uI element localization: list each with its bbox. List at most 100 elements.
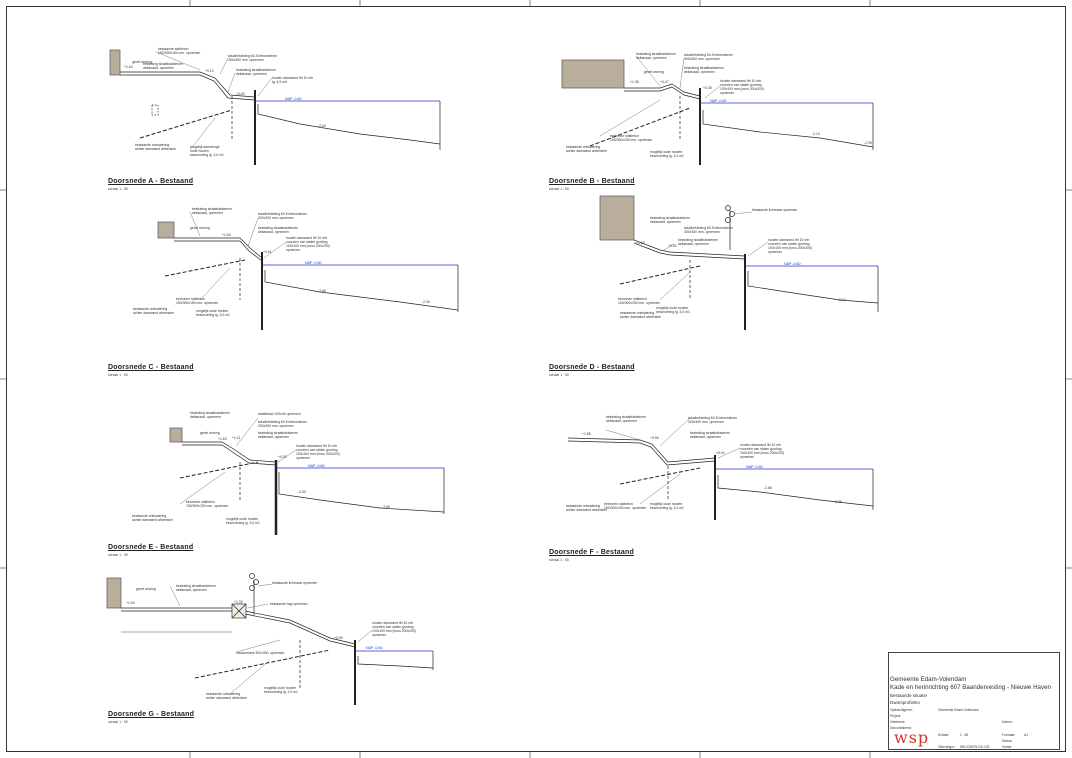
annotation: houten damwand lêt 10 mtr voorzien van s… <box>740 443 784 459</box>
annotation: mogelijk aanwezige oude houten beschoeii… <box>190 145 224 157</box>
drawing-name: Dwarsprofielen <box>890 700 921 705</box>
tb-field: Datum: <box>1002 720 1013 724</box>
tb-field: Project: <box>890 714 902 718</box>
annotation: bestaande ontwatering achter damwand afd… <box>620 311 662 319</box>
annotation: bestaande ontwatering achter damwand afd… <box>132 514 174 522</box>
annotation: bestaande ontwatering achter damwand afd… <box>206 692 248 700</box>
section-b-scale: schaal 1 : 50 <box>549 187 569 191</box>
annotation: houten damwand lêt 10 mtr voorzien van s… <box>720 79 764 95</box>
annotation: bestrating straatbakstenen deltanaad, op… <box>684 66 724 74</box>
water-level: NAP -0.60 <box>746 465 763 469</box>
annotation: mogelijk oude houten beschoeiing lg. 3,0… <box>650 150 684 158</box>
section-g-title: Doorsnede G - Bestaand <box>108 711 195 718</box>
annotation: gevel woning <box>200 431 220 435</box>
level-marker: +1.30 <box>234 600 243 604</box>
level-marker: +0.52 <box>668 244 677 248</box>
drawing-number: WS.028075-DS-102 <box>960 745 990 749</box>
water-level: NAP -0.60 <box>305 261 322 265</box>
tb-field: A1 <box>1024 733 1029 737</box>
level-marker: +0.47 <box>660 80 669 84</box>
tb-field: Opdrachtgever: <box>890 708 913 712</box>
annotation: bestrating straatbakstenen deltanaad, op… <box>190 411 230 419</box>
section-g <box>106 573 434 705</box>
annotation: mogelijk oude houten beschoeiing lg. 3,0… <box>226 517 260 525</box>
annotation: bestrating straatbakstenen deltanaad, op… <box>606 415 646 423</box>
annotation: bestrating straatbakstenen deltanaad, op… <box>258 226 298 234</box>
annotation: taludbekleding 60-5 betonstenen 300x300 … <box>258 212 308 220</box>
annotation: gevel woning <box>190 226 210 230</box>
level-marker: -3.85 <box>318 289 326 293</box>
section-f-scale: schaal 1 : 50 <box>549 558 569 562</box>
drawing-subtitle: Bestaande situatie <box>890 693 928 698</box>
annotation: zandcement 300x300, opnemen <box>236 651 285 655</box>
annotation: gevel woning <box>132 60 152 64</box>
tb-field: Tekeningnr: <box>938 745 956 749</box>
annotation: bestrating straatbakstenen deltanaad, op… <box>636 52 676 60</box>
tb-field: Status: <box>1002 739 1013 743</box>
annotation: bestaande hag opnemen <box>270 602 308 606</box>
level-marker: +0.04 <box>716 451 725 455</box>
level-marker: -2.95 <box>864 141 872 145</box>
annotation: bestrating straatbakstenen deltanaad, op… <box>143 62 183 70</box>
annotation: bestrating straatbakstenen deltanaad, op… <box>176 584 216 592</box>
tb-field: Gemeente Edam-Volendam <box>938 708 979 712</box>
annotation: houten damwand lêt 10 mtr voorzien van s… <box>768 238 812 254</box>
section-d-scale: schaal 1 : 50 <box>549 373 569 377</box>
level-marker: -3.80 <box>382 505 390 509</box>
annotation: mogelijk oude houten beschoeiing lg. 3,0… <box>264 686 298 694</box>
water-level: NAP -0.60 <box>784 262 801 266</box>
annotation: houten damwand lêt 10 mtr voorzien van s… <box>372 621 416 637</box>
annotation: mogelijk oude houten beschoeiing lg. 3,0… <box>650 502 684 510</box>
level-marker: -2.60 <box>298 490 306 494</box>
section-a-scale: schaal 1 : 50 <box>108 187 128 191</box>
section-g-scale: schaal 1 : 50 <box>108 720 128 724</box>
annotation: taludbekleding 60-5 betonstenen 300x300 … <box>258 420 308 428</box>
annotation: bestaande lichtmast opnemen <box>272 581 318 585</box>
annotation: bestrating straatbakstenen deltanaad, op… <box>650 216 690 224</box>
tb-field: Gecontroleerd: <box>890 726 912 730</box>
level-marker: -2.60 <box>318 124 326 128</box>
section-c-title: Doorsnede C - Bestaand <box>108 364 194 371</box>
level-marker: +0.38 <box>703 86 712 90</box>
annotation: betonnen stalbeton 150/300x150 mm. opnem… <box>186 500 229 508</box>
tb-field: Getekend: <box>890 720 906 724</box>
level-marker: +0.00 <box>278 455 287 459</box>
project-title: Kade en herinrichting 607 Baandervesting… <box>890 684 1051 691</box>
annotation: betonnen stalbeton 150/300x150 mm. opnem… <box>604 502 647 510</box>
annotation: houten damwand lêt 10 mtr voorzien van s… <box>286 236 330 252</box>
section-d <box>599 195 879 330</box>
annotation: bestrating straatbakstenen deltanaad, op… <box>690 431 730 439</box>
sheet-frame <box>6 6 1066 752</box>
level-marker: -2.13 <box>812 132 820 136</box>
wsp-logo: wsp <box>894 728 930 747</box>
tb-field: Formaat: <box>1002 733 1016 737</box>
annotation: betonnen stalbeton 150/300x150 mm. opnem… <box>176 297 219 305</box>
level-marker: -2.30 <box>422 300 430 304</box>
annotation: bestaande ontwatering achter damwand afd… <box>133 307 175 315</box>
section-c <box>157 221 459 330</box>
section-b <box>561 59 874 165</box>
annotation: houten damwand lêt 10 mtr voorzien van s… <box>296 444 340 460</box>
level-marker: +1.63 <box>218 437 227 441</box>
annotation: gevel woning <box>644 70 664 74</box>
section-e-scale: schaal 1 : 50 <box>108 553 128 557</box>
level-marker: -3.35 <box>834 500 842 504</box>
section-b-title: Doorsnede B - Bestaand <box>549 178 635 185</box>
level-marker: +1.63 <box>222 233 231 237</box>
annotation: bestaande ontwatering achter damwand afd… <box>566 504 608 512</box>
level-marker: -2.34 <box>838 298 846 302</box>
level-marker: +0.00 <box>236 92 245 96</box>
section-f <box>567 437 874 520</box>
annotation: taludbekleding 60-5 betonstenen 300x300 … <box>684 226 734 234</box>
section-d-title: Doorsnede D - Bestaand <box>549 364 635 371</box>
annotation: bestrating straatbakstenen deltanaad, op… <box>192 207 232 215</box>
level-marker: -2.86 <box>764 486 772 490</box>
section-c-scale: schaal 1 : 50 <box>108 373 128 377</box>
annotation: gevel woning <box>136 587 156 591</box>
level-marker: +1.63 <box>126 601 135 605</box>
annotation: bestaande ontwatering achter damwand afd… <box>566 145 608 153</box>
level-marker: +1.63 <box>636 241 645 245</box>
title-block <box>888 652 1060 750</box>
section-e-title: Doorsnede E - Bestaand <box>108 544 194 551</box>
